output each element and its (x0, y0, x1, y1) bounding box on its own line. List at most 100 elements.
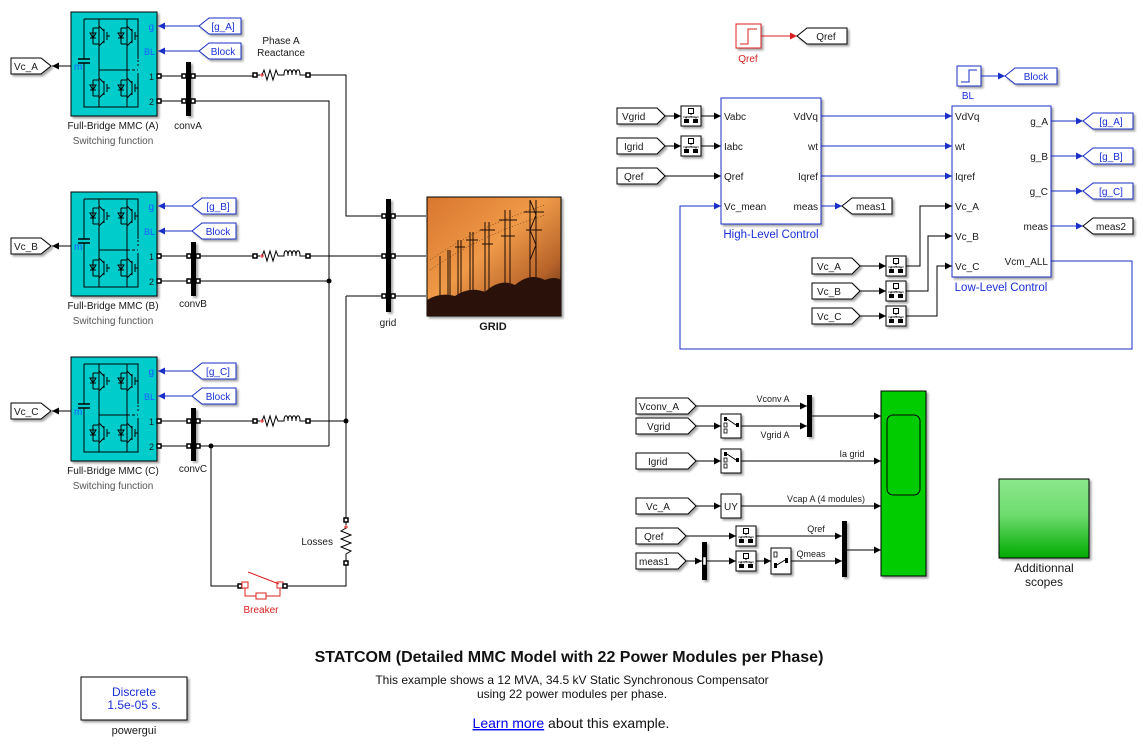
output-port-label: Vcm_ALL (1005, 257, 1049, 268)
conv-bus[interactable] (191, 408, 196, 461)
mux-block[interactable] (807, 395, 812, 437)
input-port-label: Vc_B (955, 232, 979, 243)
qmeas-switch-block[interactable] (770, 547, 792, 575)
conv-bus[interactable] (191, 242, 196, 296)
scope-block[interactable] (880, 390, 927, 577)
port-2[interactable] (156, 98, 162, 104)
from-tag-igrid[interactable] (616, 137, 666, 155)
from-tag-gate[interactable] (191, 197, 237, 215)
goto-tag-g-b[interactable] (1082, 147, 1134, 165)
from-tag-vgrid[interactable] (635, 417, 697, 435)
bus-port (186, 443, 192, 449)
junction-dot (208, 443, 214, 449)
from-tag-qref[interactable] (616, 167, 666, 185)
additional-scopes-box[interactable] (998, 478, 1090, 559)
feedback-line-vcm-all (679, 202, 1133, 350)
from-tag-igrid[interactable] (635, 452, 697, 470)
from-tag-gate[interactable] (198, 17, 242, 35)
goto-tag-g-c[interactable] (1082, 182, 1134, 200)
from-tag-vconv-a[interactable] (635, 397, 697, 415)
model-description: using 22 power modules per phase. (477, 687, 667, 701)
goto-tag-block[interactable] (1004, 67, 1058, 85)
powergui-mode: Discrete (112, 685, 156, 699)
high-level-control-block[interactable]: Vabc Iabc Qref Vc_mean VdVq wt Iqref mea… (720, 97, 822, 225)
breaker[interactable] (237, 571, 288, 600)
mux-block[interactable] (842, 521, 847, 577)
tag-label: Vgrid (647, 422, 670, 433)
port-1[interactable] (156, 73, 162, 79)
phase-c-reactance[interactable] (252, 414, 311, 428)
phase-b-reactance[interactable] (252, 249, 311, 263)
from-tag-vgrid[interactable] (616, 107, 666, 125)
tag-label: Igrid (648, 457, 667, 468)
tag-label: Vc_C (14, 407, 38, 418)
from-tag-vc-a[interactable] (811, 257, 861, 275)
treeline (427, 276, 561, 316)
mmc-block[interactable] (70, 11, 158, 117)
goto-tag-meas2[interactable] (1082, 217, 1134, 235)
from-tag-gate[interactable] (191, 362, 237, 380)
block-subtitle: Switching function (73, 316, 154, 327)
bus-port (195, 278, 201, 284)
output-port-label: meas (1024, 222, 1048, 233)
phase-a-reactance[interactable] (252, 68, 311, 82)
tag-label: Vconv_A (639, 402, 679, 413)
from-tag-block[interactable] (191, 387, 237, 405)
from-tag-vc-c[interactable] (811, 307, 861, 325)
powergui-block[interactable]: Discrete 1.5e-05 s. (80, 676, 188, 721)
power-wiring (161, 74, 426, 587)
from-tag-vc-a[interactable] (635, 497, 697, 515)
mmc-block[interactable] (70, 191, 158, 297)
losses-resistor[interactable] (339, 517, 353, 566)
reactance-port (252, 72, 258, 78)
mmc-block[interactable] (70, 356, 158, 462)
breaker-blade (247, 571, 280, 585)
conv-bus[interactable] (186, 62, 191, 116)
goto-tag-vc[interactable] (10, 57, 52, 75)
block-title: Full-Bridge MMC (A) (67, 121, 158, 132)
from-tag-meas1[interactable] (635, 552, 687, 570)
port-label-bl: BL (144, 392, 155, 402)
reactance-port (305, 418, 311, 424)
bus-port (186, 278, 192, 284)
reactance-port (305, 72, 311, 78)
from-tag-qref[interactable] (635, 527, 687, 545)
wire (310, 295, 383, 518)
powergui-box[interactable] (80, 676, 188, 721)
low-level-control-block[interactable]: VdVq wt Iqref Vc_A Vc_B Vc_C g_A g_B g_C… (951, 105, 1052, 278)
scope-box[interactable] (880, 390, 927, 577)
port-label-bl: BL (144, 47, 155, 57)
mmc-converter-c[interactable]: g BL 1 2 m Full-Bridge MMC (C) Switching… (10, 356, 311, 492)
input-port-label: wt (954, 142, 965, 153)
grid-block[interactable] (426, 196, 562, 317)
goto-tag-meas1[interactable] (841, 197, 893, 215)
additional-scopes-block[interactable] (998, 478, 1090, 559)
goto-tag-vc[interactable] (10, 402, 52, 420)
resistor-port (343, 517, 349, 523)
bl-step-block[interactable] (956, 65, 982, 87)
port-1[interactable] (156, 418, 162, 424)
bus-port (390, 213, 396, 219)
learn-more-link[interactable]: Learn more (473, 715, 545, 731)
goto-tag-vc[interactable] (10, 237, 52, 255)
goto-tag-g-a[interactable] (1082, 112, 1134, 130)
mmc-converter-b[interactable]: g BL 1 2 m Full-Bridge MMC (B) Switching… (10, 191, 311, 327)
tag-label: Block (1024, 72, 1049, 83)
grid-bus-bar[interactable] (386, 199, 391, 312)
port-2[interactable] (156, 278, 162, 284)
port-1[interactable] (156, 253, 162, 259)
from-tag-block[interactable] (191, 222, 237, 240)
port-2[interactable] (156, 443, 162, 449)
goto-tag-qref[interactable] (796, 27, 848, 45)
breaker-port (237, 583, 243, 589)
from-tag-block[interactable] (198, 42, 242, 60)
subsystem-box[interactable] (720, 97, 822, 225)
qref-step-block[interactable] (735, 23, 762, 49)
grid-bus[interactable] (381, 199, 396, 312)
tag-label: Qref (624, 172, 644, 183)
tag-label: Vc_A (817, 262, 841, 273)
from-tag-vc-b[interactable] (811, 282, 861, 300)
mmc-converter-a[interactable]: g BL 1 2 m Full-Bridge MMC (A) Switching… (10, 11, 311, 147)
output-port-label: meas (794, 202, 818, 213)
bus-label: convC (179, 464, 207, 475)
